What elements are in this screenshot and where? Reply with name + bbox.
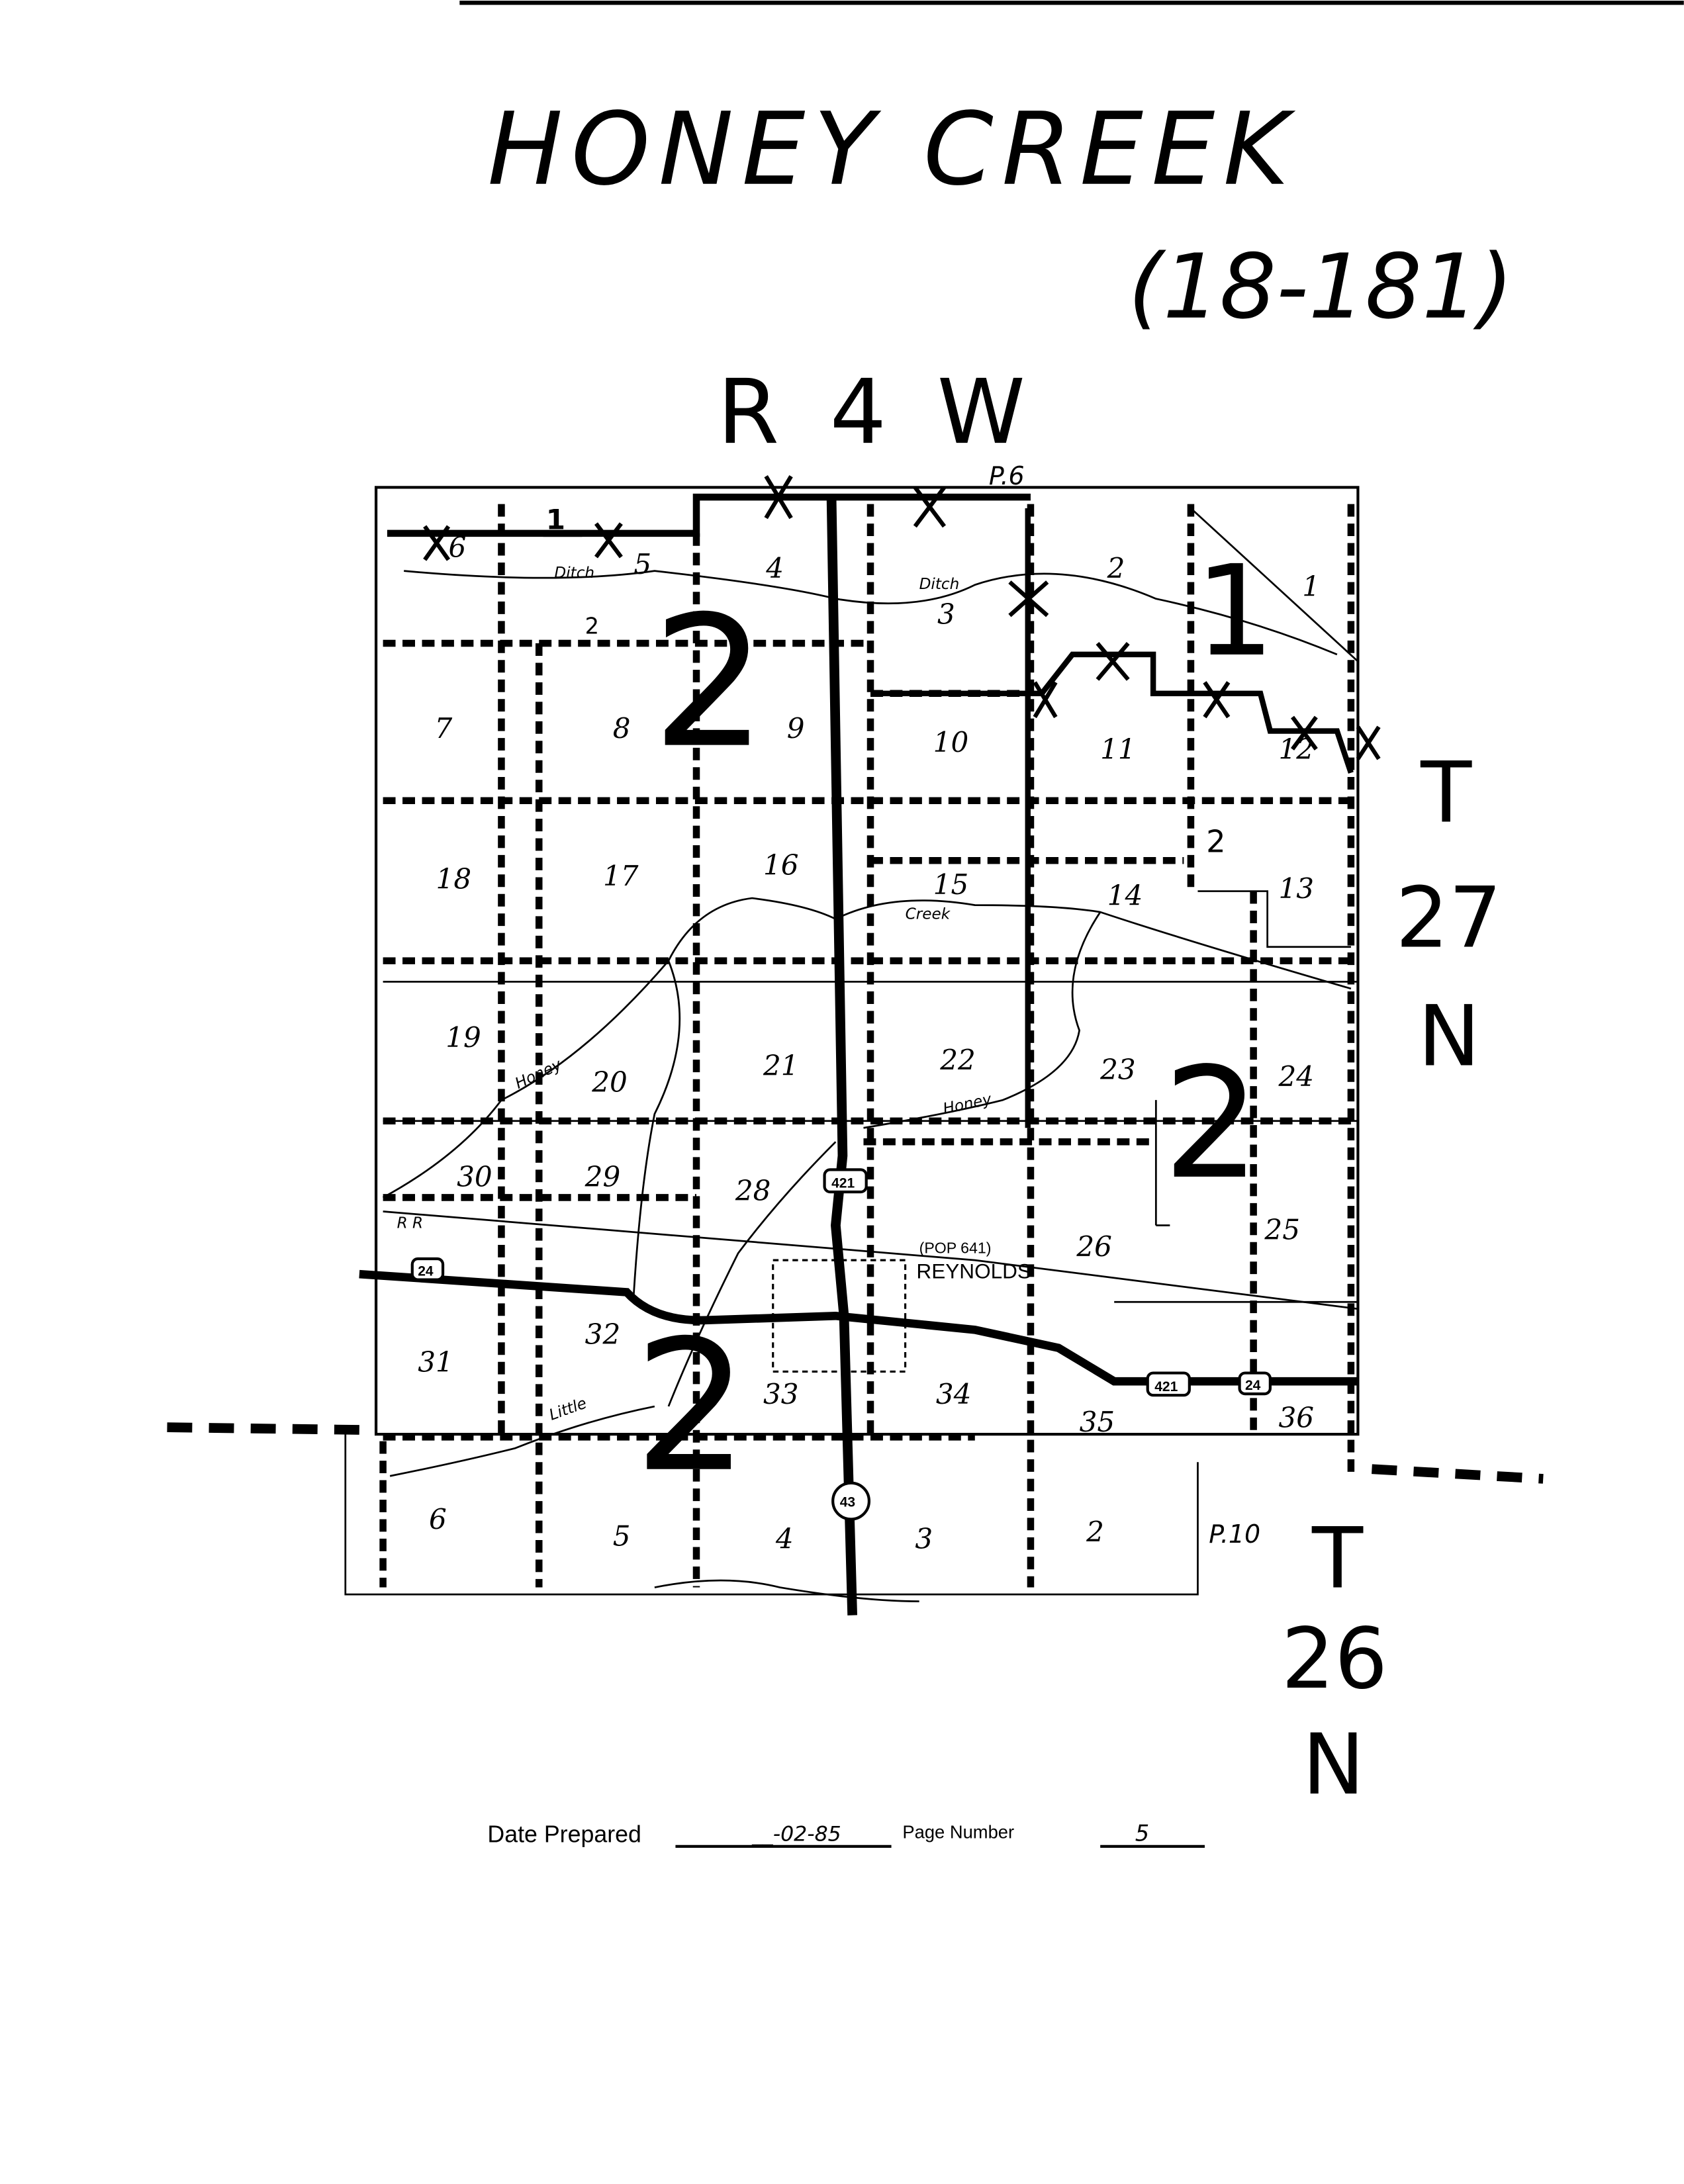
annotation-2-east: 2 bbox=[1163, 1034, 1260, 1213]
boundary-roads bbox=[359, 493, 1359, 1615]
route-shield-us24-west: 24 bbox=[410, 1257, 445, 1281]
annotation-2-north: 2 bbox=[652, 577, 767, 788]
little-creek-label: Little bbox=[547, 1394, 588, 1424]
township-line-west bbox=[167, 1422, 373, 1435]
route-number: 421 bbox=[1154, 1379, 1178, 1394]
section-8: 8 bbox=[613, 712, 631, 745]
railroad-label: R R bbox=[397, 1215, 424, 1232]
section-26: 26 bbox=[1076, 1230, 1112, 1263]
section-10: 10 bbox=[933, 726, 969, 758]
section-33: 33 bbox=[763, 1378, 799, 1410]
section-13: 13 bbox=[1278, 872, 1314, 905]
section-4: 4 bbox=[765, 552, 784, 584]
route-shield-us421-east: 421 bbox=[1146, 1371, 1191, 1397]
section-34: 34 bbox=[936, 1378, 972, 1410]
t-letter: T bbox=[1420, 744, 1472, 841]
section-30: 30 bbox=[457, 1161, 492, 1193]
section-3: 3 bbox=[937, 598, 955, 631]
town-population: (POP 641) bbox=[919, 1240, 992, 1257]
honey-creek-label-east: Honey bbox=[941, 1091, 993, 1118]
annotation-2-south: 2 bbox=[633, 1301, 749, 1512]
x-marks bbox=[423, 475, 1381, 760]
map-title: HONEY CREEK bbox=[487, 91, 1297, 208]
section-numbers: 6 5 4 3 2 1 7 8 9 10 11 12 18 17 16 15 1… bbox=[418, 531, 1320, 1555]
page-ref-top: P.6 bbox=[989, 461, 1025, 490]
township-number: 27 bbox=[1395, 870, 1502, 967]
section-29: 29 bbox=[585, 1161, 621, 1193]
handwritten-annotations: 1 1 2 2 2 2 2 bbox=[423, 475, 1381, 1512]
reynolds-town: (POP 641) REYNOLDS bbox=[772, 1240, 1031, 1373]
section-14: 14 bbox=[1107, 880, 1143, 912]
route-shield-sr43: 43 bbox=[831, 1481, 871, 1521]
creeks bbox=[382, 570, 1352, 1602]
date-prepared-value: __-02-85 bbox=[751, 1822, 841, 1846]
township-label-26n: T 26 N bbox=[1282, 1510, 1388, 1813]
us-24-road bbox=[359, 1269, 1358, 1386]
route-number: 43 bbox=[840, 1495, 855, 1510]
south-section-3: 3 bbox=[915, 1523, 933, 1555]
section-21: 21 bbox=[763, 1049, 799, 1081]
route-shield-us24-east: 24 bbox=[1238, 1371, 1272, 1396]
section-35: 35 bbox=[1080, 1406, 1115, 1438]
annotation-2-small: 2 bbox=[585, 613, 599, 639]
section-18: 18 bbox=[436, 862, 472, 895]
section-grid bbox=[344, 486, 1360, 1596]
creek-label: Creek bbox=[906, 906, 951, 923]
annotation-2-small: 2 bbox=[1206, 824, 1225, 860]
section-5: 5 bbox=[633, 548, 651, 580]
township-number: 26 bbox=[1282, 1610, 1388, 1707]
ditch-label: Ditch bbox=[919, 576, 960, 593]
south-section-6: 6 bbox=[429, 1503, 447, 1535]
south-section-4: 4 bbox=[775, 1523, 794, 1555]
section-15: 15 bbox=[933, 868, 969, 901]
railroad bbox=[383, 1210, 1358, 1310]
section-1: 1 bbox=[1302, 570, 1320, 603]
section-23: 23 bbox=[1099, 1054, 1136, 1086]
section-31: 31 bbox=[418, 1345, 453, 1378]
section-20: 20 bbox=[591, 1066, 628, 1099]
south-section-2: 2 bbox=[1086, 1516, 1104, 1548]
township-code: (18-181) bbox=[1128, 235, 1513, 339]
section-7: 7 bbox=[434, 712, 452, 745]
section-25: 25 bbox=[1264, 1214, 1300, 1246]
section-22: 22 bbox=[939, 1044, 976, 1076]
annotation-1-top: 1 bbox=[546, 504, 565, 536]
route-number: 24 bbox=[1245, 1378, 1261, 1393]
date-prepared-label: Date Prepared bbox=[487, 1821, 641, 1848]
ditch-label-west: Ditch bbox=[554, 565, 594, 582]
annotation-1-large: 1 bbox=[1195, 538, 1274, 684]
section-2: 2 bbox=[1107, 552, 1125, 584]
section-11: 11 bbox=[1100, 733, 1136, 766]
page-ref-bottom: P.10 bbox=[1209, 1520, 1260, 1549]
township-label-27n: T 27 N bbox=[1395, 744, 1502, 1085]
section-9: 9 bbox=[787, 712, 805, 745]
section-17: 17 bbox=[603, 860, 639, 892]
footer: Date Prepared __-02-85 Page Number 5 bbox=[487, 1820, 1205, 1848]
section-36: 36 bbox=[1278, 1402, 1314, 1434]
n-letter: N bbox=[1302, 1716, 1364, 1813]
section-16: 16 bbox=[763, 848, 799, 881]
range-label: R 4 W bbox=[718, 360, 1037, 464]
section-6: 6 bbox=[448, 531, 466, 564]
section-19: 19 bbox=[445, 1021, 481, 1054]
route-number: 421 bbox=[831, 1176, 855, 1191]
page-number-value: 5 bbox=[1135, 1820, 1149, 1846]
page-number-label: Page Number bbox=[902, 1821, 1014, 1842]
section-24: 24 bbox=[1278, 1060, 1314, 1093]
n-letter: N bbox=[1418, 988, 1480, 1085]
route-shield-us421-north: 421 bbox=[823, 1168, 868, 1194]
town-name: REYNOLDS bbox=[916, 1259, 1031, 1283]
township-line-east bbox=[1372, 1464, 1544, 1484]
t-letter: T bbox=[1311, 1510, 1364, 1608]
section-32: 32 bbox=[585, 1318, 621, 1350]
south-section-5: 5 bbox=[613, 1520, 631, 1552]
route-number: 24 bbox=[418, 1263, 434, 1279]
section-28: 28 bbox=[735, 1175, 771, 1207]
